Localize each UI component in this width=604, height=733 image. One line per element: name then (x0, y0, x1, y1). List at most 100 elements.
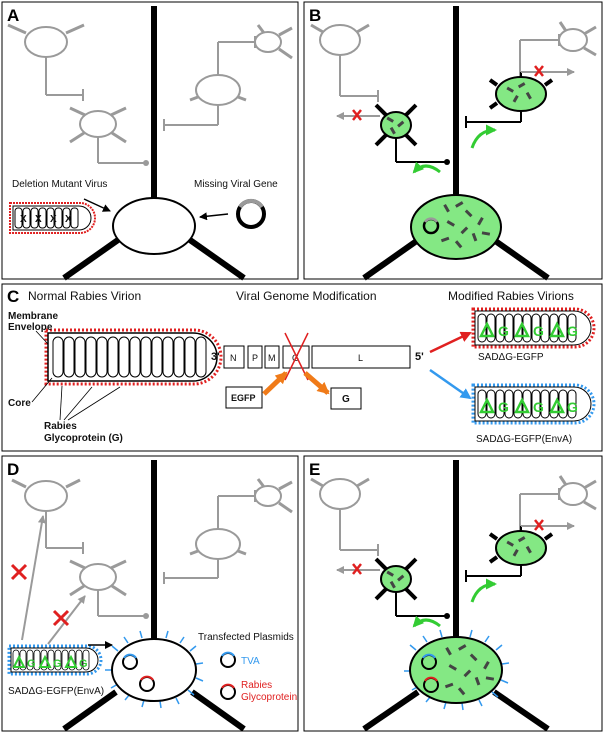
glycoprotein-label-line1: Rabies (44, 421, 77, 432)
panel-e: E (303, 455, 603, 732)
missing-viral-gene-label: Missing Viral Gene (194, 179, 278, 190)
main-neuron-a (62, 6, 246, 281)
viral-genome: 3' N P M G L 5' (211, 332, 424, 381)
spread-arrow-right (470, 578, 497, 603)
gene-n-label: N (230, 353, 237, 363)
gene-p-label: P (252, 353, 258, 363)
grey-neuron-top-right (519, 21, 597, 78)
arrow-gene-to-neuron (199, 212, 229, 221)
x-mark: X (20, 214, 27, 225)
panel-d: D (1, 455, 299, 732)
envelope-label: Envelope (8, 322, 53, 333)
gene-n (223, 345, 245, 369)
blocked-x-icon (534, 519, 544, 531)
panel-b-letter: B (309, 6, 321, 25)
grey-neuron-top-right (519, 475, 597, 532)
viral-genome-modification-title: Viral Genome Modification (236, 289, 377, 303)
gene-p (247, 345, 263, 369)
infected-neuron-left (336, 557, 450, 619)
x-mark: X (65, 214, 72, 225)
infected-neuron-right (465, 519, 575, 582)
panel-a: A (1, 1, 299, 281)
normal-rabies-virion-title: Normal Rabies Virion (28, 289, 141, 303)
virion-g-mark: G (567, 323, 578, 339)
grey-arrow-to-middle-neuron (47, 595, 86, 645)
sad-delta-g-egfp-virion: G G G (471, 307, 596, 349)
virion-g-mark: G (27, 658, 36, 670)
red-arrow-to-egfp-virion (429, 331, 472, 354)
membrane-pointer (35, 330, 49, 345)
gene-m (264, 345, 280, 369)
panel-b: B (303, 1, 603, 281)
sad-delta-g-egfp-enva-virion: G G G (471, 383, 596, 425)
virion-g-mark: G (53, 658, 62, 670)
panel-c: C Normal Rabies Virion Viral Genome Modi… (1, 283, 603, 452)
x-mark: X (35, 214, 42, 225)
deletion-mutant-virus-label: Deletion Mutant Virus (12, 179, 107, 190)
modified-rabies-virions-title: Modified Rabies Virions (448, 289, 574, 303)
blue-arrow-to-enva-virion (429, 368, 472, 400)
sad-delta-g-egfp-label: SADΔG-EGFP (478, 352, 544, 363)
grey-neuron-top-left (310, 23, 379, 102)
blocked-x-icon (52, 609, 70, 627)
tva-plasmid-legend: TVA (220, 651, 260, 668)
normal-rabies-virion (44, 328, 223, 386)
virion-g-mark: G (498, 399, 509, 415)
grey-neuron-middle-left (69, 559, 149, 619)
rabies-label: Rabies (241, 680, 272, 691)
panel-c-letter: C (7, 287, 19, 306)
main-neuron-b (362, 194, 550, 281)
blocked-x-icon (352, 563, 362, 575)
egfp-insert-arrow (262, 371, 288, 396)
core-label: Core (8, 398, 31, 409)
membrane-label: Membrane (8, 311, 58, 322)
genome-3prime: 3' (211, 351, 220, 363)
infected-neuron-right (465, 65, 575, 128)
g-box (330, 387, 362, 410)
main-neuron-e (362, 629, 550, 732)
x-mark: X (50, 214, 57, 225)
egfp-box-label: EGFP (231, 393, 256, 403)
virion-g-mark: G (533, 399, 544, 415)
sad-delta-g-egfp-enva-label: SADΔG-EGFP(EnvA) (476, 434, 572, 445)
core-pointer (31, 377, 53, 403)
missing-gene-plasmid (236, 199, 266, 229)
grey-neuron-top-left (7, 23, 85, 101)
grey-neuron-top-left (310, 477, 379, 556)
panel-d-letter: D (7, 460, 19, 479)
grey-neuron-top-left (11, 478, 84, 554)
genome-5prime: 5' (415, 351, 424, 363)
glycoprotein-label-line2: Glycoprotein (G) (44, 433, 123, 444)
arrow-virus-to-neuron (83, 198, 111, 212)
blocked-x-icon (534, 65, 544, 77)
enva-virion-d: G G G (7, 644, 103, 676)
spread-arrow-right (470, 124, 497, 149)
virion-g-mark: G (498, 323, 509, 339)
infected-neuron-left (336, 103, 450, 165)
glycoprotein-pointers (59, 385, 121, 421)
blocked-x-icon (352, 109, 362, 121)
virion-g-mark: G (79, 658, 88, 670)
panel-e-letter: E (309, 460, 320, 479)
virion-g-mark: G (533, 323, 544, 339)
gene-l-label: L (358, 353, 363, 363)
transfected-plasmids-label: Transfected Plasmids (198, 632, 294, 643)
tva-label: TVA (241, 656, 260, 667)
gene-g-deletion-x-icon (284, 332, 309, 381)
g-box-label: G (342, 394, 350, 405)
spread-arrow-left (412, 615, 441, 628)
blocked-x-icon (10, 563, 28, 581)
grey-neuron-right (163, 478, 293, 584)
spread-arrow-left (412, 161, 441, 174)
deletion-mutant-virion: X X X X (9, 202, 96, 234)
grey-arrow-to-top-neuron (21, 515, 46, 641)
g-removal-arrow (303, 371, 330, 395)
grey-neuron-right (163, 24, 293, 131)
glycoprotein-label: Glycoprotein (241, 692, 297, 703)
main-neuron-d (62, 630, 246, 732)
gene-m-label: M (268, 353, 276, 363)
gene-l (311, 345, 411, 369)
virion-g-mark: G (567, 399, 578, 415)
glycoprotein-plasmid-legend: Rabies Glycoprotein (220, 680, 297, 703)
